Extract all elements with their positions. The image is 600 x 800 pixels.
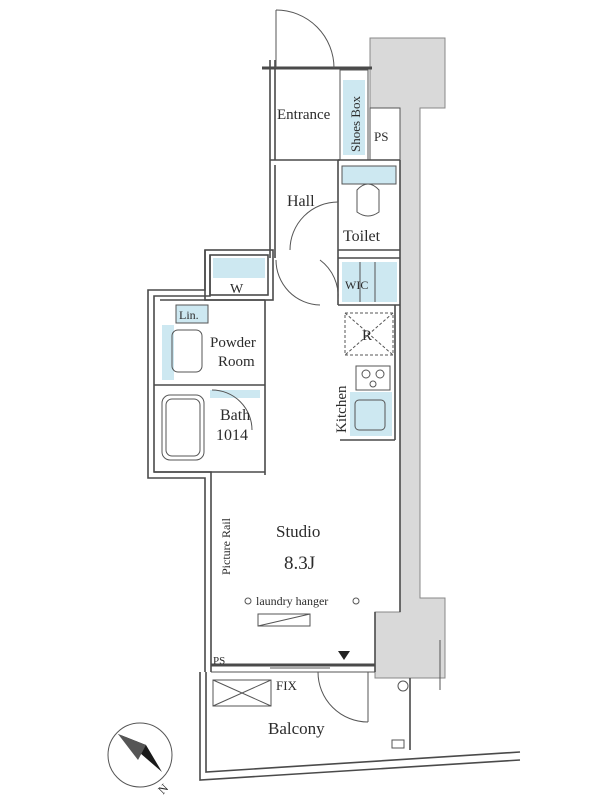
laundry-hanger-label: laundry hanger — [256, 594, 328, 608]
toilet-label: Toilet — [343, 228, 381, 245]
picture-rail-label: Picture Rail — [219, 517, 233, 575]
compass: N — [107, 722, 173, 797]
fix-label: FIX — [276, 678, 298, 693]
powder-room-label-1: Powder — [210, 335, 256, 351]
studio-size-label: 8.3J — [284, 553, 315, 574]
compass-n-label: N — [155, 781, 171, 797]
ps-top-label: PS — [374, 129, 388, 144]
fridge-space — [344, 312, 394, 356]
linen-label: Lin. — [179, 308, 199, 322]
bathtub-icon — [161, 394, 205, 461]
fixtures — [162, 80, 397, 436]
refrigerator-label: R — [362, 328, 372, 344]
entrance-marker — [338, 651, 350, 660]
ps-bottom-label: PS — [213, 655, 225, 667]
laundry-hanger-bar — [244, 597, 360, 627]
balcony-area — [199, 672, 521, 781]
balcony-label: Balcony — [268, 719, 325, 738]
bath-label-1: Bath — [220, 407, 250, 424]
wic-label: WIC — [345, 278, 368, 292]
studio-label: Studio — [276, 522, 320, 541]
shoes-box-label: Shoes Box — [348, 96, 363, 152]
bath-label-2: 1014 — [216, 427, 248, 444]
powder-room-label-2: Room — [218, 354, 255, 370]
kitchen-label: Kitchen — [334, 385, 350, 433]
stove-icon — [355, 365, 391, 391]
entrance-label: Entrance — [277, 107, 331, 123]
hall-label: Hall — [287, 193, 315, 210]
w-closet-label: W — [230, 282, 244, 297]
doors — [211, 9, 369, 723]
